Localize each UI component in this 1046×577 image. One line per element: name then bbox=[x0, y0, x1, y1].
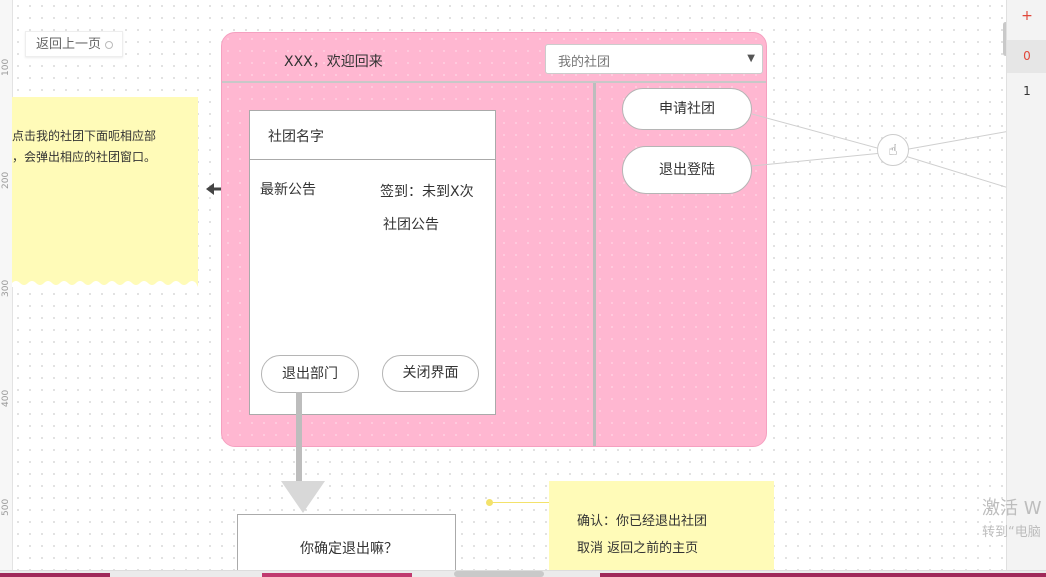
add-icon[interactable]: + bbox=[1021, 8, 1033, 24]
club-select[interactable]: 我的社团 ▼ bbox=[545, 44, 763, 74]
right-panel: + 0 1 bbox=[1006, 0, 1046, 570]
circle-icon bbox=[105, 41, 113, 49]
logout-button[interactable]: 退出登陆 bbox=[622, 146, 752, 194]
row-index-1[interactable]: 1 bbox=[1023, 84, 1031, 98]
ruler-tick: 200 bbox=[1, 171, 11, 189]
torn-edge-icon bbox=[12, 281, 198, 287]
apply-club-label: 申请社团 bbox=[659, 101, 715, 117]
apply-club-button[interactable]: 申请社团 bbox=[622, 88, 752, 130]
row-index-0[interactable]: 0 bbox=[1007, 40, 1046, 73]
club-name: 社团名字 bbox=[268, 129, 324, 145]
activation-watermark-sub: 转到“电脑 bbox=[982, 525, 1041, 540]
back-button-label: 返回上一页 bbox=[36, 37, 102, 52]
app-screen-mockup: XXX，欢迎回来 我的社团 ▼ 社团名字 最新公告 签到：未到X次 社团公告 退… bbox=[221, 32, 767, 447]
flow-arrow-shaft bbox=[296, 392, 302, 484]
sticky-note-line: ，会弹出相应的社团窗口。 bbox=[12, 150, 157, 164]
ruler-tick: 500 bbox=[1, 498, 11, 516]
back-button[interactable]: 返回上一页 bbox=[25, 31, 123, 57]
panel-divider bbox=[593, 83, 596, 446]
close-panel-button[interactable]: 关闭界面 bbox=[382, 355, 479, 392]
caret-down-icon: ▼ bbox=[747, 53, 755, 64]
leave-department-button[interactable]: 退出部门 bbox=[261, 355, 359, 393]
confirm-dialog: 你确定退出嘛？ bbox=[237, 514, 456, 574]
latest-notice-label: 最新公告 bbox=[260, 182, 316, 198]
header-divider bbox=[222, 81, 766, 83]
club-card-header: 社团名字 bbox=[250, 111, 495, 160]
connector-dot-icon bbox=[486, 499, 493, 506]
club-select-value: 我的社团 bbox=[558, 55, 611, 70]
hand-pointer-icon[interactable]: ☝ bbox=[877, 134, 909, 166]
sticky-note-line: 点击我的社团下面呃相应部 bbox=[12, 129, 157, 143]
taskbar-strip bbox=[600, 573, 1046, 577]
horizontal-scrollbar[interactable] bbox=[0, 570, 1046, 577]
club-card: 社团名字 最新公告 签到：未到X次 社团公告 退出部门 关闭界面 bbox=[249, 110, 496, 415]
activation-watermark: 激活 W bbox=[982, 498, 1042, 519]
ruler-tick: 300 bbox=[1, 279, 11, 297]
taskbar-strip bbox=[262, 573, 412, 577]
note-connector bbox=[488, 502, 549, 503]
confirm-note: 确认：你已经退出社团 bbox=[577, 514, 708, 529]
checkin-status: 签到：未到X次 bbox=[380, 184, 474, 200]
cancel-note: 取消 返回之前的主页 bbox=[577, 541, 699, 556]
leave-department-label: 退出部门 bbox=[282, 366, 338, 382]
close-panel-label: 关闭界面 bbox=[402, 365, 459, 381]
welcome-text: XXX，欢迎回来 bbox=[284, 54, 383, 70]
taskbar-strip bbox=[0, 573, 110, 577]
ruler-tick: 400 bbox=[1, 389, 11, 407]
vertical-scrollbar[interactable] bbox=[1003, 22, 1008, 56]
ruler-tick: 100 bbox=[1, 58, 11, 76]
club-notice-label: 社团公告 bbox=[383, 217, 439, 233]
confirm-question: 你确定退出嘛？ bbox=[300, 541, 398, 557]
sticky-note-left[interactable]: 点击我的社团下面呃相应部 ，会弹出相应的社团窗口。 bbox=[12, 97, 198, 287]
sticky-note-bottom[interactable]: 确认：你已经退出社团 取消 返回之前的主页 bbox=[549, 481, 774, 573]
logout-label: 退出登陆 bbox=[659, 162, 715, 178]
horizontal-scrollbar-thumb[interactable] bbox=[454, 571, 544, 577]
arrow-down-icon bbox=[281, 481, 325, 513]
